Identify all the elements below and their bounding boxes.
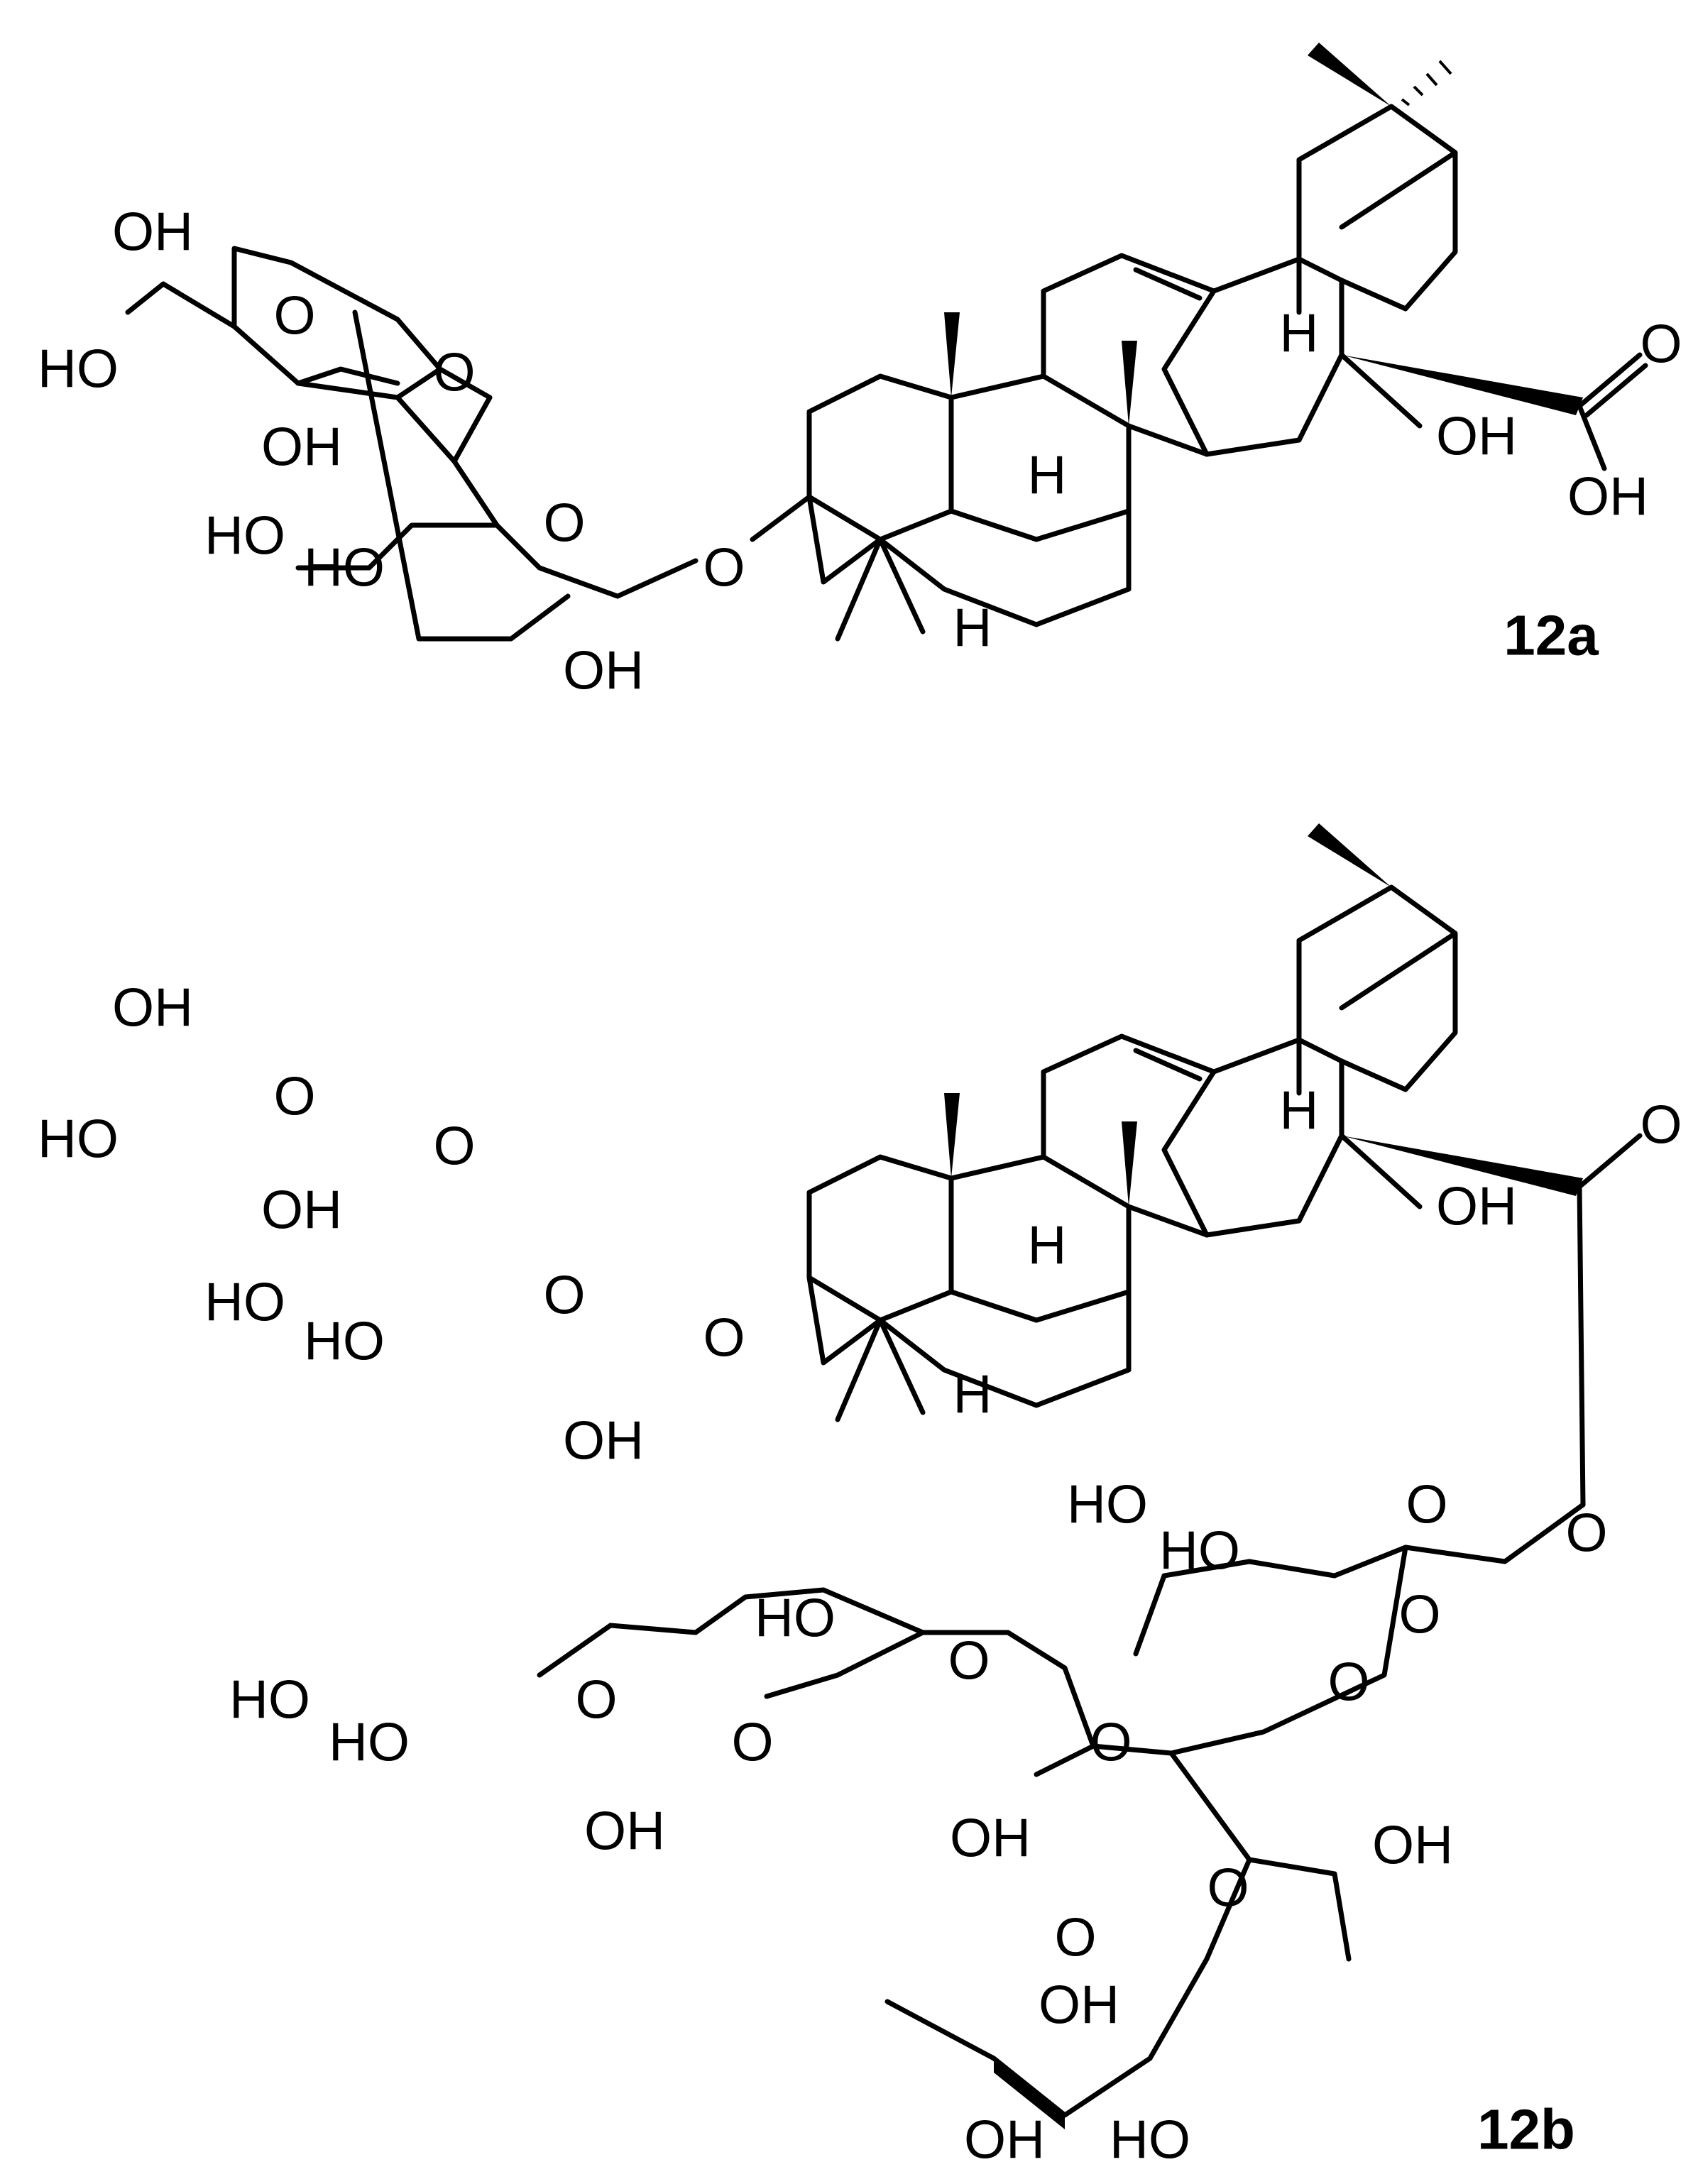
oh-label: OH [1436,407,1517,467]
compound-12a [125,43,1648,642]
h-label: H [1028,446,1067,506]
o-label: O [731,1713,773,1773]
oh-label: OH [112,978,193,1038]
oh-label: OH [261,417,342,478]
o-label: O [1406,1475,1447,1535]
o-label: O [273,1067,315,1127]
ho-label: HO [329,1713,410,1773]
o-label: O [703,538,745,598]
o-label: O [575,1670,617,1730]
ho-label: HO [1110,2110,1190,2171]
oh-label: OH [950,1809,1031,1869]
h-label: H [953,1365,992,1425]
oh-label: OH [563,641,644,701]
ho-label: HO [304,538,385,598]
o-label: O [1327,1652,1369,1713]
oh-label: OH [1372,1816,1453,1876]
compound-12b [537,823,1643,2129]
ho-label: HO [38,339,119,400]
ho-label: HO [204,506,285,566]
o-label: O [1207,1858,1249,1919]
ho-label: HO [304,1312,385,1372]
h-label: H [1280,304,1319,364]
hashed-methyl [1401,60,1452,106]
ho-label: HO [204,1273,285,1333]
oh-label: OH [1567,467,1648,527]
ho-label: HO [1159,1521,1240,1581]
o-label: O [1640,314,1682,375]
h-label: H [1280,1081,1319,1141]
oh-label: OH [1436,1177,1517,1237]
o-label: O [703,1308,745,1368]
h-label: H [953,598,992,659]
o-label: O [1640,1095,1682,1156]
o-label: O [273,286,315,346]
o-label: O [433,1116,475,1177]
oh-label: OH [584,1801,665,1862]
o-label: O [1565,1503,1607,1564]
oh-label: OH [112,202,193,263]
h-label: H [1028,1216,1067,1276]
oh-label: OH [1039,1975,1119,2036]
oh-label: OH [563,1411,644,1471]
o-label: O [543,1266,585,1326]
oh-label: OH [964,2110,1045,2171]
compound-label-12a: 12a [1503,604,1599,667]
compound-label-12b: 12b [1477,2098,1575,2161]
o-label: O [1054,1908,1096,1968]
ho-label: HO [1067,1475,1148,1535]
o-label: O [948,1631,990,1691]
oh-label: OH [261,1180,342,1241]
ho-label: HO [38,1109,119,1170]
ho-label: HO [755,1588,836,1649]
o-label: O [543,493,585,554]
o-label: O [1090,1713,1132,1773]
o-label: O [1398,1585,1440,1645]
o-label: O [433,343,475,403]
ho-label: HO [229,1670,310,1730]
